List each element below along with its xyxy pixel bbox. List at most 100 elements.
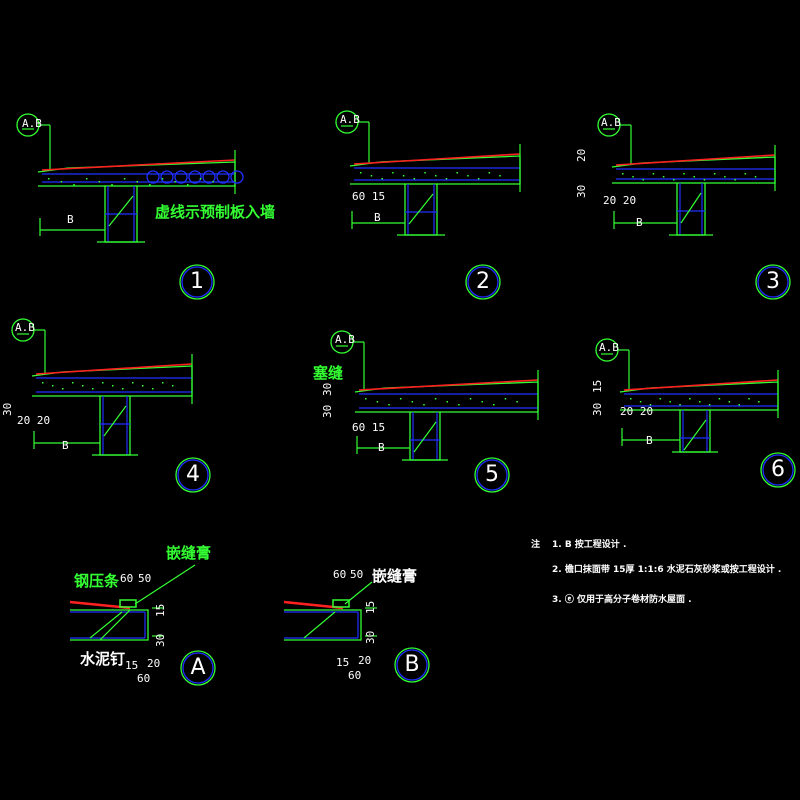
concrete-dot — [122, 388, 124, 390]
waterproof-membrane — [35, 363, 193, 375]
concrete-dot — [424, 172, 426, 174]
note-3: 3. ⓔ 仅用于高分子卷材防水屋面 . — [552, 595, 692, 605]
concrete-dot — [493, 404, 495, 406]
detail-number-circle-inner — [762, 454, 794, 486]
sealant-joint — [119, 599, 137, 608]
concrete-dot — [102, 382, 104, 384]
dim-6b: 30 — [591, 402, 604, 416]
ref-bubble-6: A.B — [599, 341, 619, 354]
concrete-dot — [402, 175, 405, 177]
concrete-dot — [748, 398, 750, 400]
concrete-dot — [149, 184, 151, 186]
waterproof-membrane — [41, 159, 236, 171]
concrete-dot — [724, 176, 726, 178]
concrete-dot — [411, 401, 414, 403]
sealant-joint — [332, 599, 350, 608]
hollow-core — [230, 170, 244, 184]
dim-a2: 50 — [138, 572, 152, 585]
dim-5a: 30 — [321, 382, 334, 396]
hatch — [413, 421, 437, 453]
hatch — [89, 611, 123, 639]
dim-4a: 30 — [1, 402, 14, 416]
detail5-note: 塞缝 — [313, 364, 344, 382]
dim-4b: 20 20 — [17, 414, 51, 427]
dim-3a: 20 — [575, 148, 588, 162]
concrete-dot — [376, 401, 379, 403]
dim-5c: 60 15 — [352, 421, 386, 434]
concrete-dot — [199, 178, 202, 180]
beam-wall — [99, 395, 131, 456]
span-label-5: B — [378, 441, 385, 454]
dim-a5: 15 — [125, 659, 139, 672]
detail-number-circle-inner — [757, 266, 789, 298]
concrete-dot — [434, 398, 437, 400]
concrete-dot — [360, 172, 362, 174]
waterproof-membrane — [358, 379, 539, 391]
label-sealant-a: 嵌缝膏 — [166, 544, 212, 562]
concrete-dot — [98, 181, 101, 183]
span-label-1: B — [67, 213, 74, 226]
hatch — [108, 195, 134, 227]
concrete-dot — [172, 385, 174, 387]
concrete-dot — [662, 176, 665, 178]
detail-number-circle-inner — [182, 652, 214, 684]
concrete-dot — [622, 173, 624, 175]
concrete-dot — [758, 401, 760, 403]
detail-number-5: 5 — [485, 462, 499, 487]
concrete-dot — [630, 398, 632, 400]
concrete-dot — [446, 401, 448, 403]
concrete-dot — [445, 178, 448, 180]
concrete-dot — [467, 175, 469, 177]
concrete-dot — [48, 178, 50, 180]
detail-number-1: 1 — [190, 269, 204, 294]
span-label-3: B — [636, 216, 643, 229]
concrete-dot — [683, 173, 685, 175]
dim-a1: 60 — [120, 572, 134, 585]
detail-number-circle — [180, 650, 216, 686]
concrete-dot — [699, 401, 701, 403]
concrete-dot — [52, 385, 54, 387]
dim-6c: 20 20 — [620, 405, 654, 418]
detail-number-circle — [394, 647, 430, 683]
concrete-dot — [516, 401, 518, 403]
concrete-dot — [82, 385, 84, 387]
detail-number-circle-inner — [177, 459, 209, 491]
concrete-dot — [212, 181, 214, 183]
concrete-dot — [679, 404, 681, 406]
waterproof-membrane — [615, 154, 776, 166]
concrete-dot — [111, 184, 113, 186]
concrete-dot — [703, 179, 706, 181]
dim-a3: 15 — [154, 603, 167, 617]
dim-b4: 30 — [364, 630, 377, 644]
span-label-2: B — [374, 211, 381, 224]
concrete-dot — [659, 398, 662, 400]
concrete-dot — [162, 382, 164, 384]
hollow-core — [174, 170, 188, 184]
concrete-dot — [123, 178, 126, 180]
dim-a6: 20 — [147, 657, 161, 670]
waterproof-membrane — [353, 153, 521, 165]
concrete-dot — [132, 382, 134, 384]
concrete-dot — [365, 398, 367, 400]
detail-number-circle — [755, 264, 791, 300]
dim-6a: 15 — [591, 379, 604, 393]
note-2: 2. 檐口抹面带 15厚 1:1:6 水泥石灰砂浆或按工程设计 . — [552, 565, 782, 575]
concrete-dot — [370, 175, 373, 177]
concrete-dot — [423, 404, 425, 406]
waterproof-membrane — [623, 379, 779, 391]
concrete-dot — [669, 401, 671, 403]
eave-edge — [70, 609, 149, 641]
concrete-dot — [85, 178, 88, 180]
concrete-dot — [639, 401, 642, 403]
hollow-core — [146, 170, 160, 184]
detail-number-b: B — [404, 652, 420, 677]
concrete-dot — [161, 178, 164, 180]
concrete-dot — [60, 181, 63, 183]
hatch — [103, 405, 127, 437]
detail-number-circle — [760, 452, 796, 488]
ref-bubble-3: A.B — [601, 116, 621, 129]
concrete-dot — [632, 176, 634, 178]
concrete-dot — [399, 398, 402, 400]
notes-heading: 注 — [531, 540, 541, 550]
